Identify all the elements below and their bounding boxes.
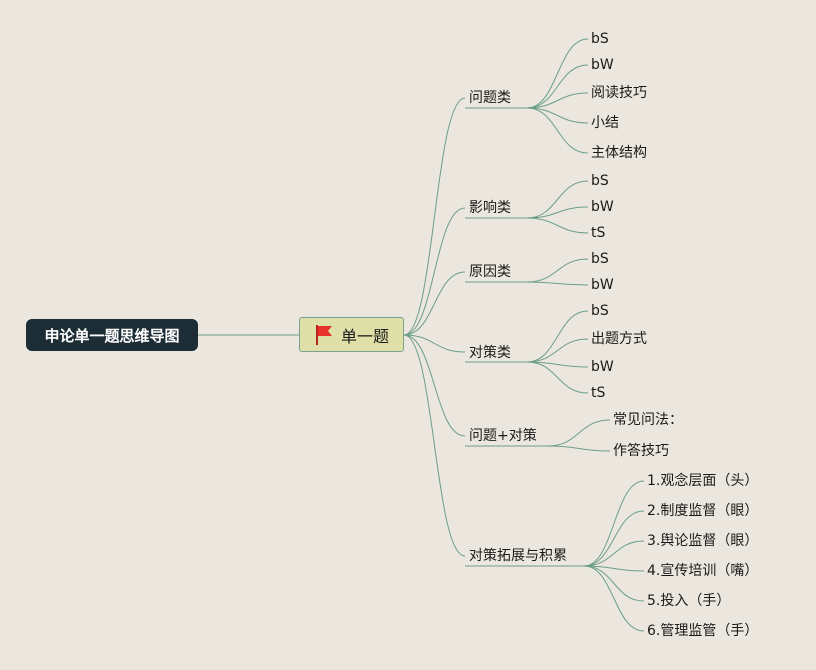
leaf-label[interactable]: bS — [591, 31, 609, 47]
leaf-label[interactable]: bW — [591, 277, 614, 293]
leaf-label[interactable]: 小结 — [591, 115, 619, 131]
leaf-label[interactable]: 5.投入（手） — [647, 593, 731, 609]
leaf-label[interactable]: 4.宣传培训（嘴） — [647, 563, 759, 579]
root-topic-label: 申论单一题思维导图 — [44, 326, 180, 345]
leaf-connector — [526, 180, 589, 219]
leaf-connector — [526, 281, 589, 286]
leaf-label[interactable]: bW — [591, 199, 614, 215]
leaf-label[interactable]: 1.观念层面（头） — [647, 473, 759, 489]
leaf-connector — [526, 92, 589, 109]
leaf-label[interactable]: bS — [591, 251, 609, 267]
branch-connector — [403, 334, 466, 353]
leaf-connector — [583, 480, 645, 567]
leaf-connector — [526, 38, 589, 109]
leaf-connector — [583, 540, 645, 567]
leaf-connector — [526, 217, 589, 234]
leaf-connector — [583, 565, 645, 602]
branch-connector — [403, 207, 466, 336]
branch-label[interactable]: 问题+对策 — [469, 428, 537, 444]
leaf-label[interactable]: tS — [591, 225, 606, 241]
root-topic[interactable]: 申论单一题思维导图 — [26, 319, 198, 351]
branch-label[interactable]: 影响类 — [469, 200, 511, 216]
leaf-label[interactable]: 常见问法： — [613, 412, 683, 428]
branch-connector — [403, 334, 466, 437]
leaf-label[interactable]: tS — [591, 385, 606, 401]
leaf-connector — [583, 565, 645, 632]
leaf-label[interactable]: bS — [591, 303, 609, 319]
leaf-connector — [547, 419, 611, 447]
leaf-label[interactable]: 作答技巧 — [613, 443, 669, 459]
leaf-label[interactable]: 出题方式 — [591, 331, 647, 347]
branch-label[interactable]: 对策类 — [469, 345, 511, 361]
central-topic-label: 单一题 — [340, 326, 389, 346]
leaf-label[interactable]: 6.管理监管（手） — [647, 623, 759, 639]
leaf-connector — [526, 338, 589, 363]
branch-connector — [403, 271, 466, 336]
leaf-connector — [526, 206, 589, 219]
leaf-label[interactable]: 阅读技巧 — [591, 85, 647, 101]
branch-label[interactable]: 原因类 — [469, 264, 511, 280]
leaf-connector — [526, 310, 589, 363]
leaf-label[interactable]: bS — [591, 173, 609, 189]
leaf-label[interactable]: bW — [591, 359, 614, 375]
branch-connector — [403, 97, 466, 336]
leaf-label[interactable]: bW — [591, 57, 614, 73]
leaf-connector — [526, 361, 589, 394]
leaf-label[interactable]: 主体结构 — [591, 145, 647, 161]
leaf-connector — [583, 510, 645, 567]
leaf-label[interactable]: 2.制度监督（眼） — [647, 503, 759, 519]
branch-connector — [403, 334, 466, 557]
leaf-connector — [526, 107, 589, 124]
central-topic[interactable]: 单一题 — [299, 317, 404, 352]
branch-label[interactable]: 问题类 — [469, 90, 511, 106]
leaf-connector — [583, 565, 645, 572]
leaf-connector — [526, 258, 589, 283]
red-flag-icon — [314, 324, 334, 346]
leaf-connector — [526, 107, 589, 154]
leaf-label[interactable]: 3.舆论监督（眼） — [647, 533, 759, 549]
leaf-connector — [547, 445, 611, 452]
leaf-connector — [526, 361, 589, 368]
branch-label[interactable]: 对策拓展与积累 — [469, 548, 567, 564]
leaf-connector — [526, 64, 589, 109]
